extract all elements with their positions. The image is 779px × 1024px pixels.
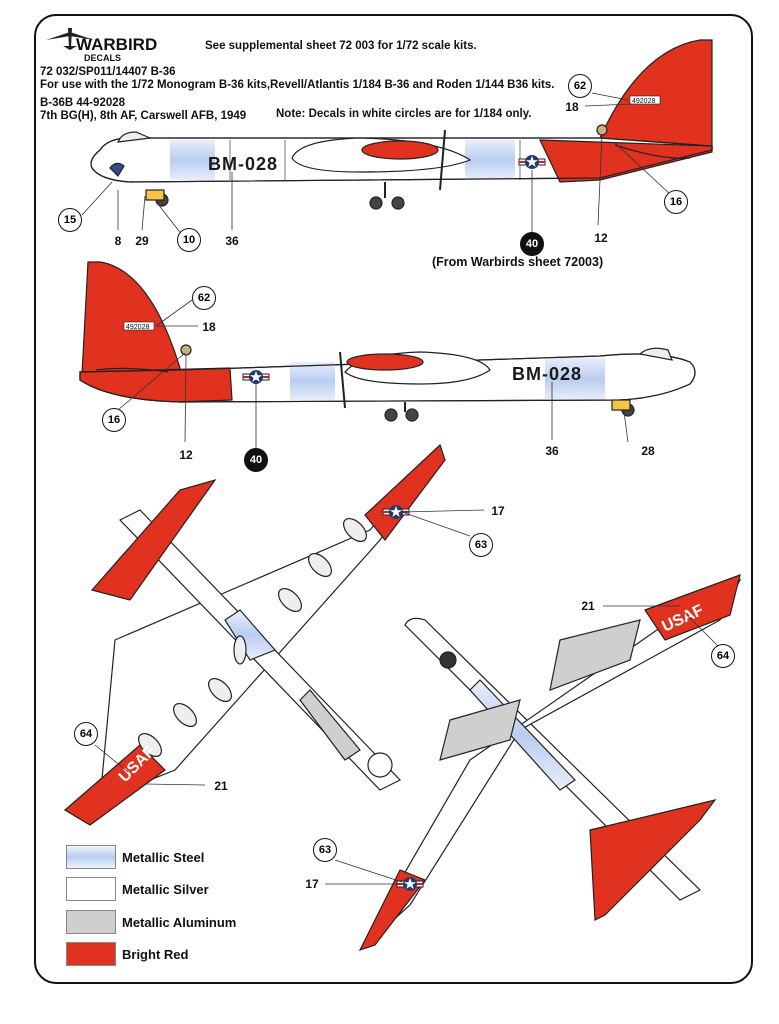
tail-serial-left: 492028: [632, 98, 656, 105]
swatch-silver: [66, 877, 116, 901]
callout-18-top: 18: [565, 100, 579, 114]
fuselage-code-right: BM-028: [512, 364, 583, 384]
callout-16-mid: 16: [102, 408, 126, 432]
side-view-right: [79, 261, 696, 422]
from-sheet-note: (From Warbirds sheet 72003): [432, 255, 604, 269]
swatch-red: [66, 942, 116, 966]
logo-icon: [46, 28, 94, 50]
callout-64-bottom-view: 64: [711, 644, 735, 668]
callout-63-top-view: 63: [469, 533, 493, 557]
kit-number: 72 032/SP011/14407 B-36: [40, 66, 176, 78]
callout-36-mid: 36: [545, 444, 559, 458]
swatch-steel: [66, 845, 116, 869]
callout-17-bottom-view: 17: [305, 877, 319, 891]
leader-lines: [81, 92, 721, 885]
aircraft-unit: 7th BG(H), 8th AF, Carswell AFB, 1949: [40, 110, 247, 122]
legend-metallic-silver: Metallic Silver: [66, 877, 209, 901]
callout-21-top-view: 21: [214, 779, 228, 793]
callout-10: 10: [177, 228, 201, 252]
aircraft-serial: B-36B 44-92028: [40, 97, 126, 109]
callout-15: 15: [58, 208, 82, 232]
callout-16-top: 16: [664, 190, 688, 214]
legend-metallic-steel: Metallic Steel: [66, 845, 204, 869]
legend-bright-red: Bright Red: [66, 942, 188, 966]
top-view: USAF: [63, 443, 446, 826]
fuselage-code-left: BM-028: [208, 154, 279, 174]
callout-62-mid: 62: [192, 286, 216, 310]
callout-28: 28: [641, 444, 655, 458]
callout-64-top-view: 64: [74, 722, 98, 746]
bottom-view: USAF: [358, 574, 742, 952]
callout-63-bottom-view: 63: [313, 838, 337, 862]
callout-12-top: 12: [594, 231, 608, 245]
sheet-frame: [34, 14, 753, 984]
legend-label-aluminum: Metallic Aluminum: [122, 914, 237, 930]
legend-label-silver: Metallic Silver: [122, 881, 209, 897]
legend-label-red: Bright Red: [122, 946, 189, 962]
callout-40-top: 40: [520, 232, 544, 256]
callout-18-mid: 18: [202, 320, 216, 334]
callout-17-top-view: 17: [491, 504, 505, 518]
scale-note: Note: Decals in white circles are for 1/…: [276, 108, 532, 120]
logo-sub: DECALS: [84, 53, 122, 63]
legend-metallic-aluminum: Metallic Aluminum: [66, 910, 236, 934]
tail-serial-right: 492028: [126, 324, 150, 331]
callout-12-mid: 12: [179, 448, 193, 462]
supplement-note: See supplemental sheet 72 003 for 1/72 s…: [205, 40, 477, 52]
callout-8: 8: [114, 234, 122, 248]
callout-62-top: 62: [568, 74, 592, 98]
callout-40-mid: 40: [244, 448, 268, 472]
side-view-left: [90, 39, 713, 210]
callout-21-bottom-view: 21: [581, 599, 595, 613]
callout-29: 29: [135, 234, 149, 248]
callout-36-top: 36: [225, 234, 239, 248]
logo-brand: WARBIRD: [76, 35, 158, 54]
swatch-aluminum: [66, 910, 116, 934]
kit-compatibility: For use with the 1/72 Monogram B-36 kits…: [40, 79, 555, 91]
legend-label-steel: Metallic Steel: [122, 849, 205, 865]
